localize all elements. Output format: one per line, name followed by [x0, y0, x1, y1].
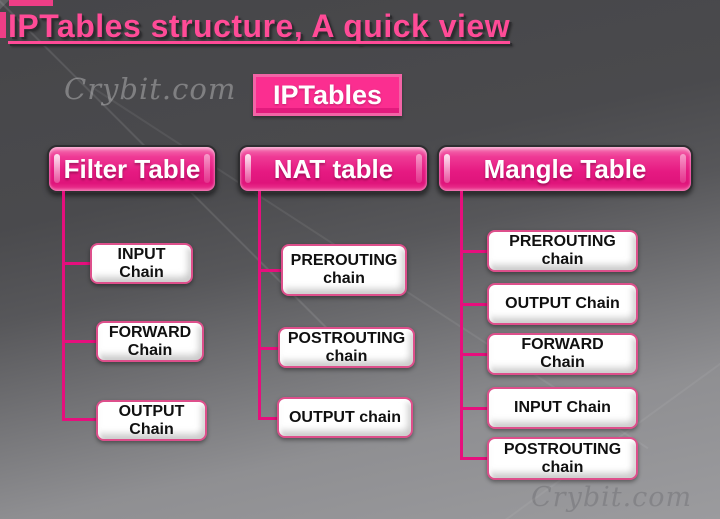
page-title: IPTables structure, A quick view [8, 8, 511, 44]
mangle-connector-branch-prerouting [460, 250, 487, 253]
filter-table-header: Filter Table [47, 145, 217, 193]
chain-label-line1: PREROUTING [509, 233, 616, 250]
chain-label-line2: chain [541, 458, 584, 476]
chain-box-nat-postrouting: POSTROUTING chain [278, 327, 415, 368]
chain-label-line1: POSTROUTING [287, 329, 406, 347]
chain-label-line1: INPUT [117, 245, 166, 263]
chain-label-line2: Chain [127, 341, 173, 359]
nat-connector-branch-postrouting [258, 347, 278, 350]
chain-box-nat-prerouting: PREROUTING chain [281, 244, 407, 296]
nat-connector-trunk [258, 191, 261, 420]
chain-box-mangle-forward: FORWARD Chain [487, 333, 638, 375]
chain-box-nat-output: OUTPUT chain [277, 397, 413, 438]
chain-box-filter-forward: FORWARD Chain [96, 321, 204, 362]
chain-box-mangle-postrouting: POSTROUTING chain [487, 437, 638, 480]
chain-label-line2: chain [325, 347, 368, 365]
chain-box-filter-output: OUTPUT Chain [96, 400, 207, 441]
chain-label-line2: Chain [129, 420, 174, 438]
mangle-connector-trunk [460, 191, 463, 460]
iptables-root-node: IPTables [253, 74, 402, 116]
filter-connector-branch-output [62, 418, 96, 421]
mangle-connector-branch-forward [460, 353, 487, 356]
nat-connector-branch-prerouting [258, 269, 281, 272]
corner-accent-top [9, 0, 53, 6]
mangle-connector-branch-postrouting [460, 457, 487, 460]
chain-label-line1: FORWARD [108, 323, 192, 341]
filter-connector-branch-input [62, 262, 92, 265]
nat-connector-branch-output [258, 417, 278, 420]
watermark-bottom: Crybit.com [531, 482, 693, 513]
chain-label-line1: INPUT Chain [514, 399, 611, 416]
chain-box-mangle-prerouting: PREROUTING chain [487, 230, 638, 272]
chain-label-line1: OUTPUT Chain [505, 295, 620, 312]
chain-label-line1: OUTPUT [118, 402, 185, 420]
chain-label-line2: Chain [119, 263, 164, 281]
filter-connector-branch-forward [62, 340, 96, 343]
chain-label-line2: chain [323, 270, 365, 287]
chain-box-mangle-input: INPUT Chain [487, 387, 638, 429]
filter-connector-trunk [62, 191, 65, 421]
corner-accent-left [0, 12, 6, 38]
chain-box-filter-input: INPUT Chain [90, 243, 193, 284]
chain-label-line2: chain [541, 251, 584, 268]
chain-box-mangle-output: OUTPUT Chain [487, 283, 638, 325]
nat-table-header: NAT table [238, 145, 429, 193]
mangle-connector-branch-input [460, 407, 487, 410]
watermark-top: Crybit.com [64, 72, 237, 106]
chain-label-line1: PREROUTING [290, 252, 398, 269]
chain-label-line1: FORWARD [521, 336, 604, 353]
chain-label-line1: OUTPUT chain [288, 408, 401, 426]
mangle-table-header: Mangle Table [437, 145, 693, 193]
mangle-connector-branch-output [460, 303, 487, 306]
chain-label-line2: Chain [540, 354, 585, 371]
chain-label-line1: POSTROUTING [503, 440, 622, 458]
